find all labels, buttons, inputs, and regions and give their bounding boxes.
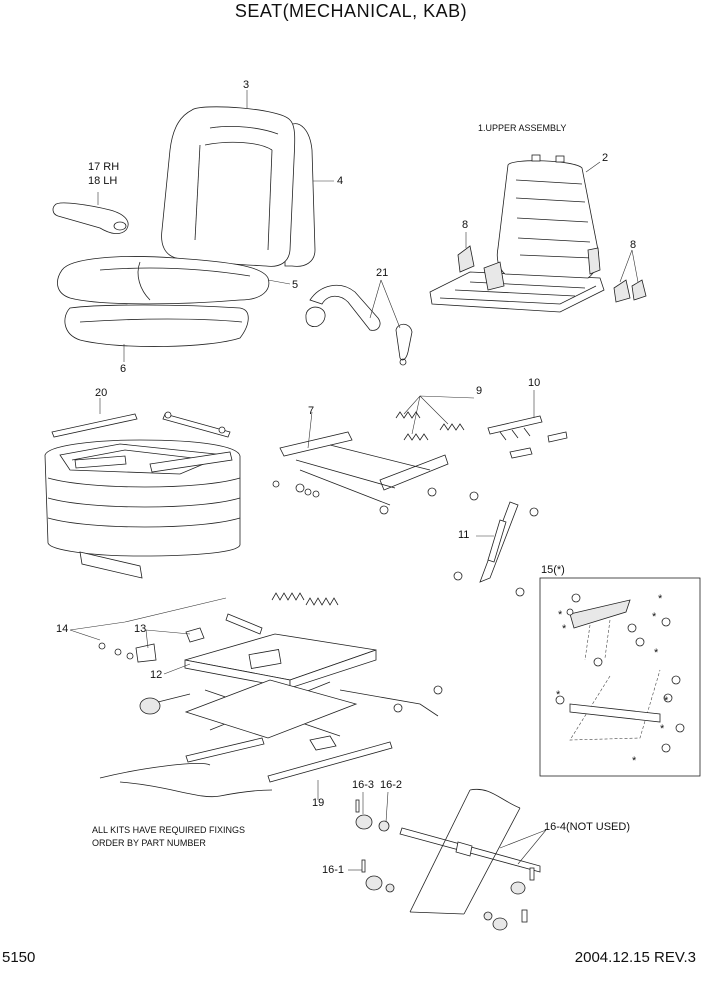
- bracket-8-right: [613, 279, 647, 303]
- seat-cushion: [57, 256, 270, 347]
- callout-6: 6: [120, 363, 127, 375]
- fixings-note-line-1: ALL KITS HAVE REQUIRED FIXINGS: [92, 825, 246, 835]
- star-marker: *: [556, 689, 561, 701]
- gas-strut-11: [453, 491, 539, 597]
- callout-9: 9: [476, 385, 483, 397]
- page-title: SEAT(MECHANICAL, KAB): [234, 1, 468, 21]
- callout-12: 12: [150, 669, 163, 681]
- callout-14: 14: [56, 623, 69, 635]
- backrest: [161, 106, 316, 267]
- upper-frame: [429, 154, 605, 313]
- callout-15: 15(*): [541, 564, 565, 576]
- callout-2: 2: [602, 152, 609, 164]
- callout-18: 18 LH: [88, 175, 118, 187]
- callout-3: 3: [243, 79, 250, 91]
- callout-16-4: 16-4(NOT USED): [544, 821, 630, 833]
- page-code: 5150: [2, 949, 36, 966]
- callout-16-3: 16-3: [352, 779, 375, 791]
- scissor-mechanism-12: [139, 633, 443, 751]
- star-marker: *: [664, 695, 669, 707]
- callout-16-1: 16-1: [322, 864, 345, 876]
- callout-5: 5: [292, 279, 299, 291]
- upper-assembly-note: 1.UPPER ASSEMBLY: [478, 123, 567, 133]
- star-marker: *: [658, 593, 663, 605]
- bracket-8-left: [457, 245, 475, 273]
- armrest: [52, 202, 129, 234]
- callout-4: 4: [337, 175, 344, 187]
- bracket-13: [98, 627, 205, 663]
- star-marker: *: [562, 623, 567, 635]
- callout-8-right: 8: [630, 239, 637, 251]
- latch-plate-10: [487, 415, 568, 459]
- star-marker: *: [558, 609, 563, 621]
- seat-belt: [305, 284, 413, 366]
- star-marker: *: [654, 647, 659, 659]
- star-marker: *: [652, 611, 657, 623]
- callout-13: 13: [134, 623, 147, 635]
- callout-7: 7: [308, 405, 315, 417]
- callout-17: 17 RH: [88, 161, 120, 173]
- callout-21: 21: [376, 267, 389, 279]
- star-marker: *: [632, 755, 637, 767]
- springs-9: [395, 411, 465, 441]
- callout-11: 11: [458, 529, 470, 541]
- callout-19: 19: [312, 797, 325, 809]
- rods: [51, 411, 231, 438]
- callout-20: 20: [95, 387, 108, 399]
- fixings-note-line-2: ORDER BY PART NUMBER: [92, 838, 206, 848]
- star-marker: *: [660, 723, 665, 735]
- revision-date: 2004.12.15 REV.3: [574, 949, 696, 966]
- slide-rail-7: [272, 431, 449, 515]
- callout-8-left: 8: [462, 219, 469, 231]
- leader-lines: [69, 90, 639, 871]
- detail-box-15: [539, 577, 701, 777]
- rails-and-cable-19: [99, 737, 393, 798]
- callout-16-2: 16-2: [380, 779, 403, 791]
- suspension-bellows: [44, 439, 241, 579]
- lower-springs: [225, 592, 339, 635]
- callout-10: 10: [528, 377, 541, 389]
- lower-frame-16: [355, 788, 541, 931]
